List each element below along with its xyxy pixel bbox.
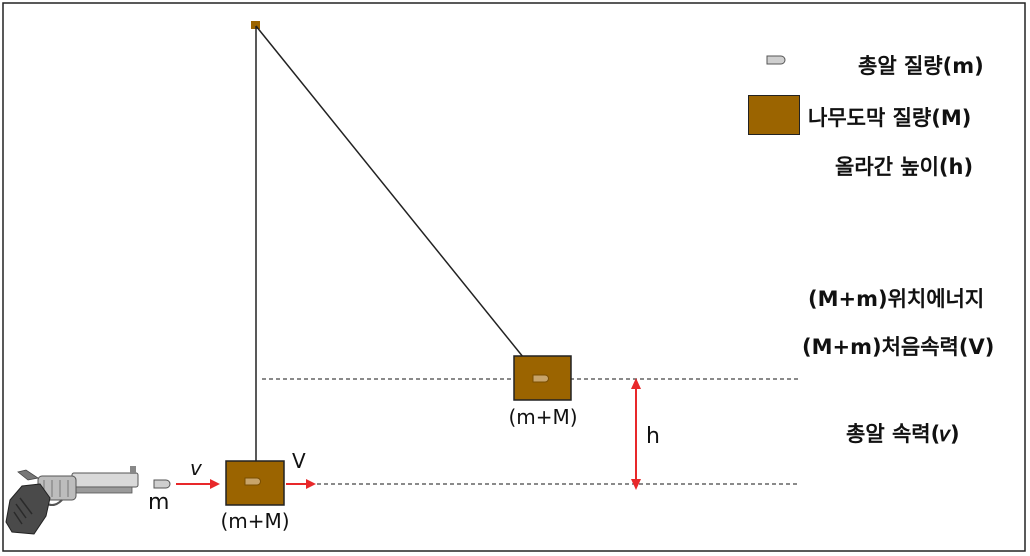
legend-bullet-mass: 총알 질량(m) — [858, 54, 984, 78]
raised-embedded-bullet — [532, 374, 549, 383]
bottom-embedded-bullet — [244, 477, 261, 486]
bottom-block-label: (m+M) — [220, 509, 289, 533]
flying-bullet — [153, 479, 171, 489]
bullet-velocity-label: v — [190, 456, 203, 480]
legend-bullet-icon — [766, 55, 786, 65]
bullet-mass-label: m — [148, 490, 169, 515]
bullet-velocity-arrow — [176, 479, 220, 489]
legend-height-risen: 올라간 높이(h) — [835, 155, 974, 179]
block-velocity-label: V — [292, 449, 306, 473]
height-label: h — [646, 424, 660, 449]
block-velocity-arrow — [286, 479, 316, 489]
potential-energy-label: (M+m)위치에너지 — [808, 287, 985, 311]
revolver-icon — [5, 466, 139, 535]
legend-block-icon — [748, 95, 800, 135]
height-arrow — [631, 378, 641, 490]
initial-speed-label: (M+m)처음속력(V) — [802, 335, 995, 359]
pivot-point — [251, 21, 260, 29]
legend-block-mass: 나무도막 질량(M) — [808, 106, 972, 130]
raised-block-label: (m+M) — [508, 405, 577, 429]
swung-string — [255, 25, 541, 379]
bullet-speed-label: 총알 속력(𝑣) — [846, 422, 960, 446]
